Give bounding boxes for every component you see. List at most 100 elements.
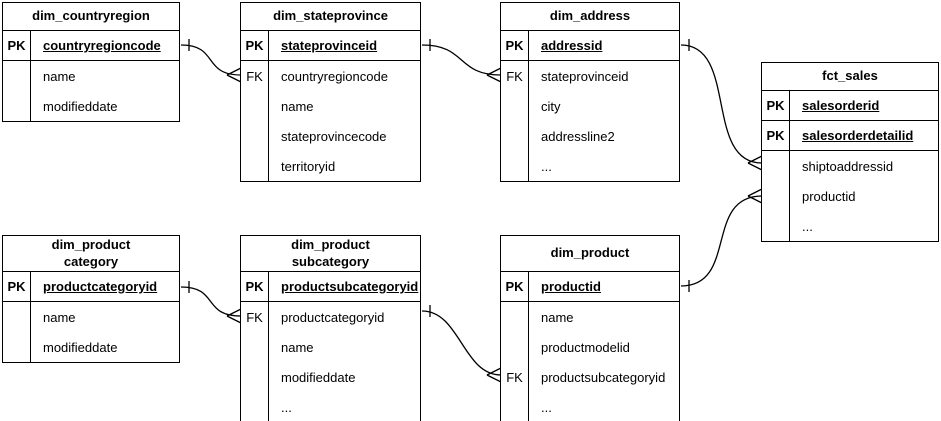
attribute-name: modifieddate bbox=[43, 339, 118, 355]
key-label bbox=[3, 332, 31, 362]
attribute-row: productmodelid bbox=[501, 332, 679, 362]
entity-title: dim_countryregion bbox=[3, 3, 179, 31]
attribute-name: territoryid bbox=[281, 158, 336, 174]
relationship-line[interactable] bbox=[680, 195, 763, 287]
attribute-section: name modifieddate bbox=[3, 302, 179, 362]
attribute-name: stateprovinceid bbox=[541, 68, 629, 84]
crow-foot-many-icon bbox=[747, 155, 763, 171]
attribute-row: ... bbox=[762, 211, 938, 241]
relationship-line[interactable] bbox=[421, 44, 502, 76]
attribute-name: stateprovinceid bbox=[281, 38, 378, 53]
entity-title: dim_address bbox=[501, 3, 679, 31]
attribute-name: name bbox=[541, 309, 574, 325]
key-label bbox=[762, 211, 790, 241]
attribute-row: city bbox=[501, 91, 679, 121]
attribute-name: addressid bbox=[541, 38, 603, 53]
attribute-name: ... bbox=[541, 399, 552, 415]
key-label: PK bbox=[241, 272, 269, 301]
attribute-name: productsubcategoryid bbox=[541, 369, 666, 385]
key-label bbox=[501, 302, 529, 332]
connector-productsubcategory-product[interactable] bbox=[421, 305, 502, 383]
attribute-row: name bbox=[501, 302, 679, 332]
key-label bbox=[241, 151, 269, 181]
connector-countryregion-stateprovince[interactable] bbox=[180, 39, 242, 83]
attribute-row: name bbox=[3, 61, 179, 91]
attribute-name: productid bbox=[802, 188, 856, 204]
attribute-name: stateprovincecode bbox=[281, 128, 387, 144]
entity-title: dim_product bbox=[501, 236, 679, 272]
attribute-name: name bbox=[43, 309, 76, 325]
key-label: FK bbox=[501, 362, 529, 392]
key-label: PK bbox=[762, 121, 790, 150]
connector-stateprovince-address[interactable] bbox=[421, 39, 502, 83]
attribute-name: productcategoryid bbox=[43, 279, 158, 294]
attribute-name: ... bbox=[541, 158, 552, 174]
attribute-name: name bbox=[281, 98, 314, 114]
attribute-row: shiptoaddressid bbox=[762, 151, 938, 181]
attribute-name: modifieddate bbox=[43, 98, 118, 114]
connector-address-fctsales[interactable] bbox=[680, 39, 763, 171]
relationship-line[interactable] bbox=[180, 286, 242, 317]
key-label bbox=[762, 181, 790, 211]
crow-foot-many-icon bbox=[226, 308, 242, 324]
attribute-row: stateprovincecode bbox=[241, 121, 420, 151]
attribute-row: name bbox=[241, 91, 420, 121]
attribute-name: addressline2 bbox=[541, 128, 615, 144]
attribute-row: modifieddate bbox=[241, 362, 420, 392]
key-label bbox=[3, 61, 31, 91]
attribute-name: name bbox=[43, 68, 76, 84]
key-label bbox=[3, 91, 31, 121]
attribute-row: modifieddate bbox=[3, 332, 179, 362]
connector-productcategory-productsubcategory[interactable] bbox=[180, 281, 242, 324]
entity-title: fct_sales bbox=[762, 63, 938, 91]
key-label bbox=[501, 332, 529, 362]
key-label: PK bbox=[241, 31, 269, 60]
attribute-row: territoryid bbox=[241, 151, 420, 181]
key-label bbox=[241, 332, 269, 362]
key-label bbox=[241, 121, 269, 151]
connector-product-fctsales[interactable] bbox=[680, 188, 763, 292]
attribute-name: productcategoryid bbox=[281, 309, 385, 325]
attribute-name: salesorderdetailid bbox=[802, 128, 914, 143]
attribute-row: FK productsubcategoryid bbox=[501, 362, 679, 392]
key-label bbox=[241, 392, 269, 421]
attribute-name: productsubcategoryid bbox=[281, 279, 419, 294]
key-label bbox=[501, 392, 529, 421]
crow-foot-many-icon bbox=[747, 188, 763, 204]
crow-foot-many-icon bbox=[486, 67, 502, 83]
attribute-name: countryregioncode bbox=[43, 38, 161, 53]
key-label bbox=[501, 91, 529, 121]
relationship-line[interactable] bbox=[421, 310, 502, 376]
attribute-row: addressline2 bbox=[501, 121, 679, 151]
key-label: PK bbox=[3, 272, 31, 301]
key-label: FK bbox=[241, 61, 269, 91]
attribute-row: modifieddate bbox=[3, 91, 179, 121]
attribute-name: modifieddate bbox=[281, 369, 356, 385]
relationship-line[interactable] bbox=[180, 44, 242, 76]
crow-foot-many-icon bbox=[226, 67, 242, 83]
attribute-name: productmodelid bbox=[541, 339, 630, 355]
attribute-row: name bbox=[3, 302, 179, 332]
key-label bbox=[762, 151, 790, 181]
attribute-row: name bbox=[241, 332, 420, 362]
relationship-line[interactable] bbox=[680, 44, 763, 164]
